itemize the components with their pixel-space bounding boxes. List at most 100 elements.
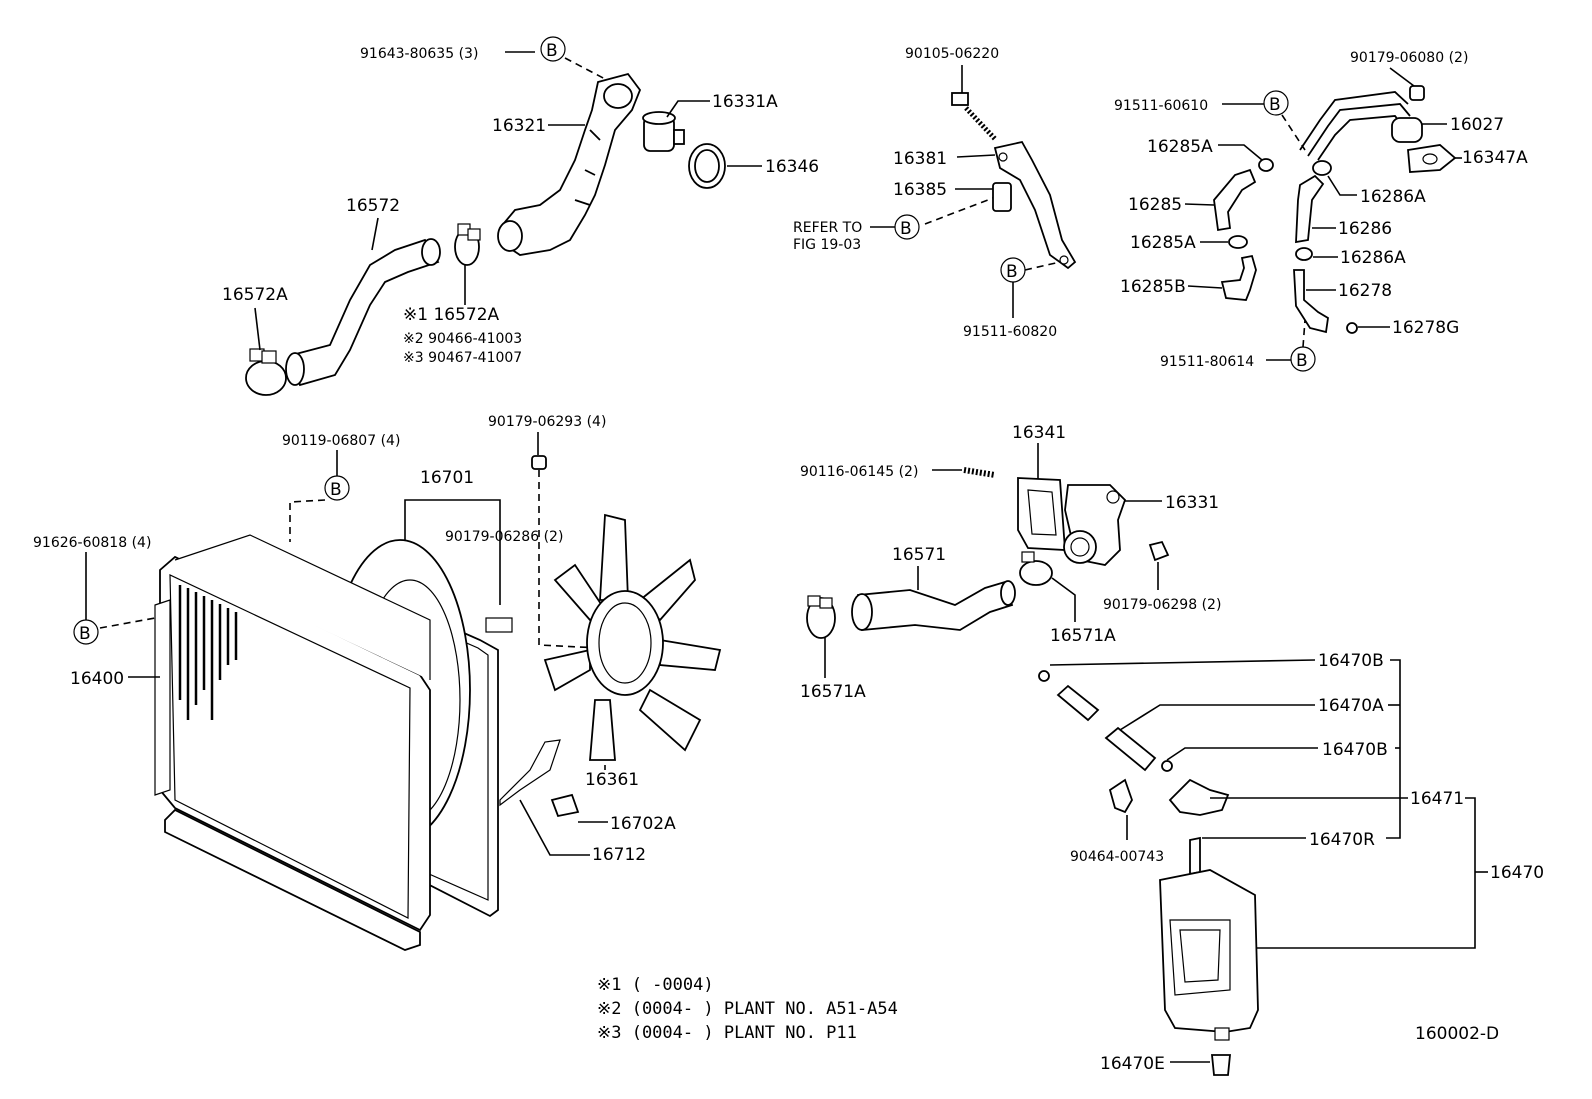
hose-clamp-16572A-left <box>245 348 287 396</box>
label-91511-80614: 91511-80614 <box>1160 354 1254 370</box>
callout-b-5: B <box>324 475 350 501</box>
label-16331: 16331 <box>1165 493 1219 513</box>
callout-b-refer: B <box>894 214 920 240</box>
label-90119-06807: 90119-06807 (4) <box>282 433 400 449</box>
pipe-16278 <box>1293 269 1329 334</box>
svg-text:B: B <box>330 480 342 500</box>
gasket-16347A <box>1407 144 1457 173</box>
label-16285A-bottom: 16285A <box>1130 233 1196 253</box>
label-16286A-top: 16286A <box>1360 187 1426 207</box>
bolt-90105-06220 <box>951 92 998 142</box>
label-16286A-bottom: 16286A <box>1340 248 1406 268</box>
label-16286: 16286 <box>1338 219 1392 239</box>
nut-90179-06080 <box>1409 85 1425 101</box>
label-16027: 16027 <box>1450 115 1504 135</box>
bypass-pipe-16027 <box>1299 91 1423 161</box>
clamp-16286A-bottom <box>1295 247 1313 261</box>
label-16571A-left: 16571A <box>800 682 866 702</box>
water-outlet-16321 <box>497 72 642 256</box>
reservoir-tank-16470 <box>1159 869 1259 1041</box>
bracket-16381 <box>993 140 1077 270</box>
label-90466-41003: ※2 90466-41003 <box>403 331 522 347</box>
shroud-lower-16712 <box>499 739 561 807</box>
label-16278: 16278 <box>1338 281 1392 301</box>
clip-90179-06286 <box>485 617 513 633</box>
label-16470B-top: 16470B <box>1318 651 1384 671</box>
svg-text:B: B <box>900 219 912 239</box>
gasket-16278G <box>1346 322 1358 334</box>
tube-16470R <box>1189 836 1201 876</box>
hose-clamp-16571A-left <box>806 595 836 639</box>
callout-b-4: B <box>1290 346 1316 372</box>
label-16470R: 16470R <box>1309 830 1375 850</box>
label-16331A: 16331A <box>712 92 778 112</box>
cooling-fan-16361 <box>543 513 722 761</box>
label-16278G: 16278G <box>1392 318 1459 338</box>
clamp-16286A-top <box>1312 160 1332 176</box>
label-refer-to: REFER TO <box>793 220 862 236</box>
label-16321: 16321 <box>492 116 546 136</box>
label-16470B-mid: 16470B <box>1322 740 1388 760</box>
label-16712: 16712 <box>592 845 646 865</box>
clamp-16285A-bottom <box>1228 235 1248 249</box>
cap-16471 <box>1168 778 1230 816</box>
label-90105-06220: 90105-06220 <box>905 46 999 62</box>
cap-16470E <box>1211 1054 1231 1076</box>
label-16470: 16470 <box>1490 863 1544 883</box>
figure-code: 160002-D <box>1415 1024 1499 1044</box>
nut-90179-06293 <box>531 455 547 470</box>
label-90467-41007: ※3 90467-41007 <box>403 350 522 366</box>
thermostat-16331A <box>642 111 685 152</box>
radiator-hose-16571 <box>851 580 1016 631</box>
water-inlet-16331 <box>1063 484 1127 566</box>
bushing-16385 <box>992 182 1012 212</box>
radiator-16400 <box>154 534 431 951</box>
gasket-16341 <box>1017 477 1066 551</box>
clip-16702A <box>550 793 580 818</box>
clamp-16470B-top <box>1038 670 1050 682</box>
svg-text:B: B <box>1269 95 1281 115</box>
label-16471: 16471 <box>1410 789 1464 809</box>
label-90116-06145: 90116-06145 (2) <box>800 464 918 480</box>
hose-clamp-16571A-right <box>1019 551 1053 586</box>
callout-b-1: B <box>540 36 566 62</box>
label-16702A: 16702A <box>610 814 676 834</box>
label-90179-06298: 90179-06298 (2) <box>1103 597 1221 613</box>
clamp-16470B-mid <box>1161 760 1173 772</box>
svg-text:B: B <box>79 624 91 644</box>
label-90179-06080: 90179-06080 (2) <box>1350 50 1468 66</box>
bracket-90464-00743 <box>1108 778 1133 814</box>
callout-b-2: B <box>1000 257 1026 283</box>
label-91626-60818: 91626-60818 (4) <box>33 535 151 551</box>
callout-b-6: B <box>73 619 99 645</box>
label-16347A: 16347A <box>1462 148 1528 168</box>
hose-clamp-16572A-right <box>454 223 481 266</box>
label-16400: 16400 <box>70 669 124 689</box>
label-90179-06293: 90179-06293 (4) <box>488 414 606 430</box>
stud-90116-06145 <box>963 467 996 478</box>
label-16470A: 16470A <box>1318 696 1384 716</box>
svg-text:B: B <box>546 41 558 61</box>
label-16385: 16385 <box>893 180 947 200</box>
footnote-2: ※2 (0004- ) PLANT NO. A51-A54 <box>597 999 898 1019</box>
hose-16470A <box>1104 726 1157 772</box>
label-91511-60820: 91511-60820 <box>963 324 1057 340</box>
label-91643-80635: 91643-80635 (3) <box>360 46 478 62</box>
clamp-16285A-top <box>1258 158 1274 172</box>
svg-text:B: B <box>1296 351 1308 371</box>
radiator-hose-16572 <box>285 238 441 387</box>
nut-90179-06298 <box>1148 540 1170 562</box>
label-16346: 16346 <box>765 157 819 177</box>
pipe-16285B <box>1220 254 1257 301</box>
label-16571: 16571 <box>892 545 946 565</box>
label-16572A-left: 16572A <box>222 285 288 305</box>
callout-b-3: B <box>1263 90 1289 116</box>
label-90179-06286: 90179-06286 (2) <box>445 529 563 545</box>
label-16361: 16361 <box>585 770 639 790</box>
footnote-1: ※1 ( -0004) <box>597 975 714 995</box>
hose-16285 <box>1213 168 1257 232</box>
label-90464-00743: 90464-00743 <box>1070 849 1164 865</box>
svg-text:B: B <box>1006 262 1018 282</box>
label-16572: 16572 <box>346 196 400 216</box>
